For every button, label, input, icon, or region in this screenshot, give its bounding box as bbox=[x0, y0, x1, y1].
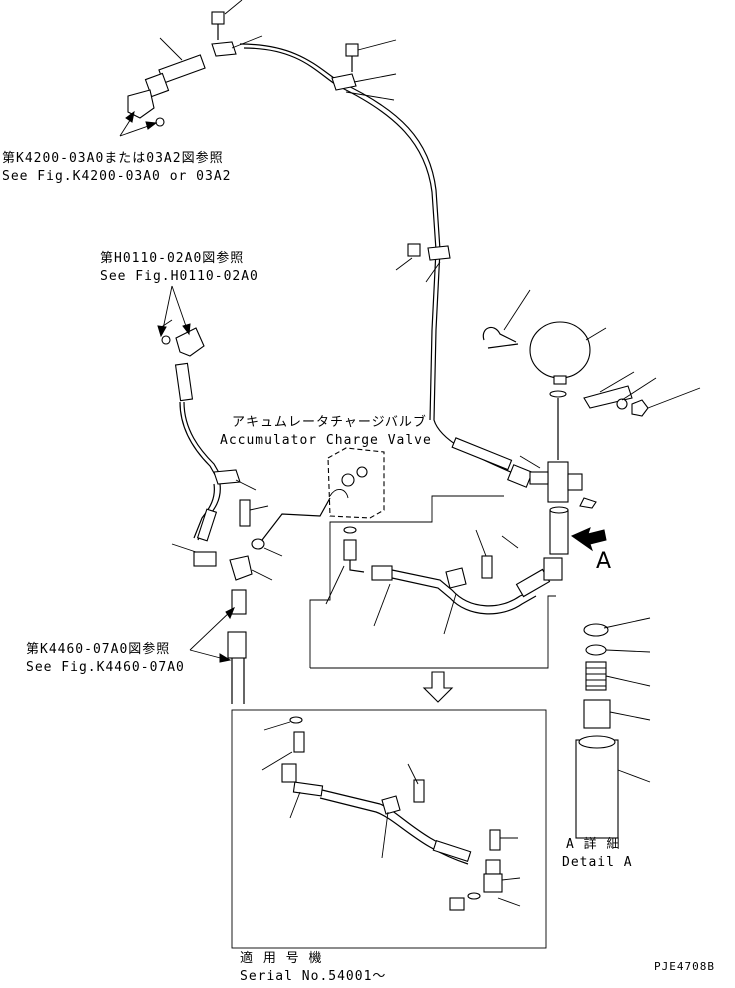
ref-arrows-k4200 bbox=[119, 110, 158, 137]
detail-title-en: Detail A bbox=[562, 855, 633, 870]
washer bbox=[585, 644, 607, 656]
tee-fitting bbox=[547, 461, 569, 503]
bolt-icon bbox=[413, 779, 425, 803]
adapter-fitting bbox=[231, 589, 247, 615]
valve-label-en: Accumulator Charge Valve bbox=[220, 433, 432, 448]
elbow-fitting bbox=[175, 327, 205, 357]
valve-block bbox=[327, 447, 385, 519]
serial-box bbox=[231, 709, 547, 949]
filter-body bbox=[575, 739, 619, 839]
valve-label-jp: アキュムレータチャージバルブ bbox=[232, 414, 427, 430]
bolt-icon bbox=[345, 43, 359, 57]
detail-arrow-letter: A bbox=[596, 549, 611, 574]
clamp bbox=[381, 795, 401, 815]
hose-end-fitting bbox=[371, 565, 393, 581]
bolt-icon bbox=[239, 499, 251, 527]
accumulator-group bbox=[482, 289, 701, 555]
u-bolt bbox=[482, 326, 519, 349]
hose-end-fitting bbox=[174, 362, 194, 402]
nut-icon bbox=[631, 399, 649, 417]
hose-end-fitting bbox=[158, 54, 206, 84]
elbow-fitting bbox=[483, 873, 503, 893]
detail-title-jp: A 詳 細 bbox=[566, 836, 620, 852]
ref-k4200-jp: 第K4200-03A0または03A2図参照 bbox=[2, 150, 224, 166]
left-hose-assembly bbox=[159, 319, 331, 704]
bracket-plate bbox=[583, 385, 633, 409]
clamp bbox=[331, 73, 357, 91]
ref-k4460-en: See Fig.K4460-07A0 bbox=[26, 660, 185, 675]
hose-end-fitting bbox=[281, 763, 297, 783]
bolt-icon bbox=[211, 11, 225, 25]
ref-k4460-jp: 第K4460-07A0図参照 bbox=[26, 641, 170, 657]
detail-a-parts bbox=[575, 617, 651, 839]
middle-pipe-group bbox=[325, 526, 563, 635]
top-hose-assembly bbox=[127, 0, 533, 488]
o-ring bbox=[343, 526, 357, 534]
elbow-fitting bbox=[193, 551, 217, 567]
serial-box-parts bbox=[261, 716, 521, 911]
clamp bbox=[213, 469, 241, 485]
clamp bbox=[427, 245, 451, 261]
ref-k4200-en: See Fig.K4200-03A0 or 03A2 bbox=[2, 169, 232, 184]
swivel-fitting bbox=[229, 555, 253, 581]
filter-cap bbox=[583, 699, 611, 729]
detail-arrow bbox=[570, 527, 607, 552]
o-ring bbox=[251, 538, 265, 550]
plug-fitting bbox=[449, 897, 465, 911]
hose-end-fitting bbox=[227, 631, 247, 659]
filter-cartridge bbox=[549, 509, 569, 555]
elbow-fitting bbox=[543, 557, 563, 581]
serial-label-en: Serial No.54001～ bbox=[240, 969, 386, 983]
drawing-code: PJE4708B bbox=[654, 960, 715, 973]
o-ring bbox=[549, 390, 567, 398]
charge-valve bbox=[327, 447, 385, 519]
bolt-icon bbox=[407, 243, 421, 257]
ref-h0110-en: See Fig.H0110-02A0 bbox=[100, 269, 259, 284]
bolt-icon bbox=[481, 555, 493, 579]
clamp bbox=[445, 567, 467, 589]
adapter-fitting bbox=[293, 731, 305, 753]
clamp bbox=[211, 41, 237, 57]
group-outline bbox=[309, 495, 504, 668]
adapter-fitting bbox=[489, 829, 501, 851]
accumulator-sphere bbox=[529, 321, 591, 379]
ref-h0110-jp: 第H0110-02A0図参照 bbox=[100, 250, 244, 266]
down-arrow-icon bbox=[422, 671, 454, 703]
snap-ring bbox=[583, 623, 609, 637]
adapter-fitting bbox=[343, 539, 357, 561]
serial-label-jp: 適 用 号 機 bbox=[240, 950, 322, 966]
